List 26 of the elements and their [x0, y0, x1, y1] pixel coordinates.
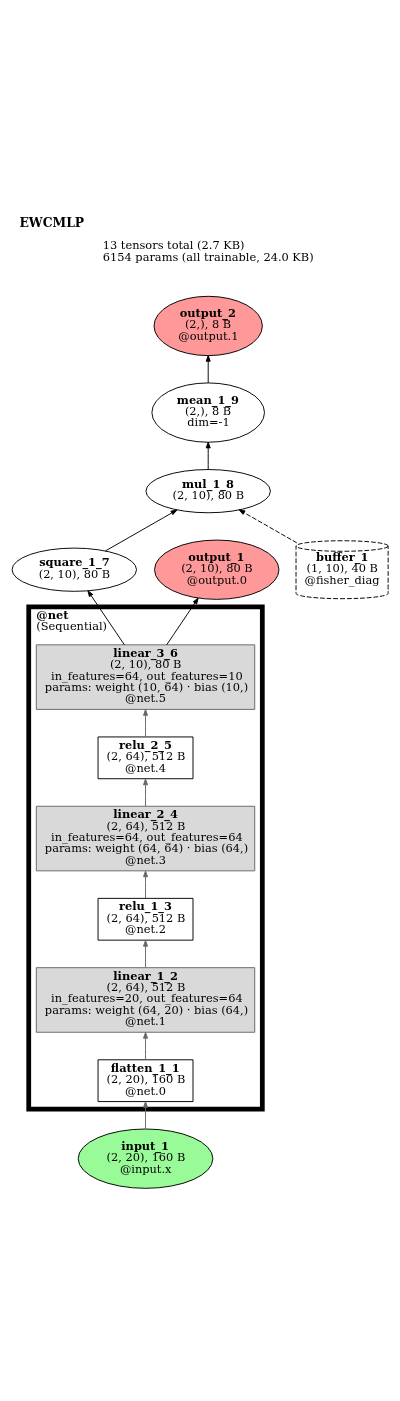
arrow: [87, 589, 125, 645]
node-ellipse: square_1_7 (2, 10), 80 B: [11, 547, 137, 592]
arrow: [143, 870, 148, 898]
label: 6154 params (all trainable, 24.0 KB): [102, 249, 314, 264]
node-ellipse: input_1 (2, 20), 160 B @input.x: [77, 1128, 214, 1189]
diagram-title: EWCMLP: [19, 214, 85, 230]
arrow: [166, 597, 199, 645]
node-ellipse: mean_1_9 (2,), 8 B dim=-1: [151, 381, 265, 443]
arrow: [205, 441, 211, 470]
node-box: relu_2_5 (2, 64), 512 B @net.4: [97, 735, 194, 779]
node-box: linear_2_4 (2, 64), 512 B in_features=64, out_features=64 params: weight (64, 64) · bias (64,) @net.3: [35, 805, 256, 871]
arrow: [238, 508, 298, 543]
node-box: relu_1_3 (2, 64), 512 B @net.2: [97, 897, 194, 941]
node-ellipse: output_2 (2,), 8 B @output.1: [153, 295, 263, 356]
arrow: [143, 939, 148, 968]
arrow: [143, 1031, 148, 1060]
node-box: flatten_1_1 (2, 20), 160 B @net.0: [97, 1058, 194, 1102]
node-box: linear_1_2 (2, 64), 512 B in_features=20, out_features=64 params: weight (64, 20) · bias (64,) @net.1: [35, 966, 256, 1033]
arrow: [205, 354, 211, 383]
arrow: [143, 778, 148, 806]
arrow: [143, 708, 148, 737]
node-box: linear_3_6 (2, 10), 80 B in_features=64, out_features=10 params: weight (10, 64) · bias (10,) @net.5: [35, 643, 256, 710]
label: 13 tensors total (2.7 KB): [102, 237, 245, 252]
arrow: [104, 509, 178, 551]
arrow: [143, 1100, 148, 1129]
node-ellipse: output_1 (2, 10), 80 B @output.0: [154, 539, 280, 600]
